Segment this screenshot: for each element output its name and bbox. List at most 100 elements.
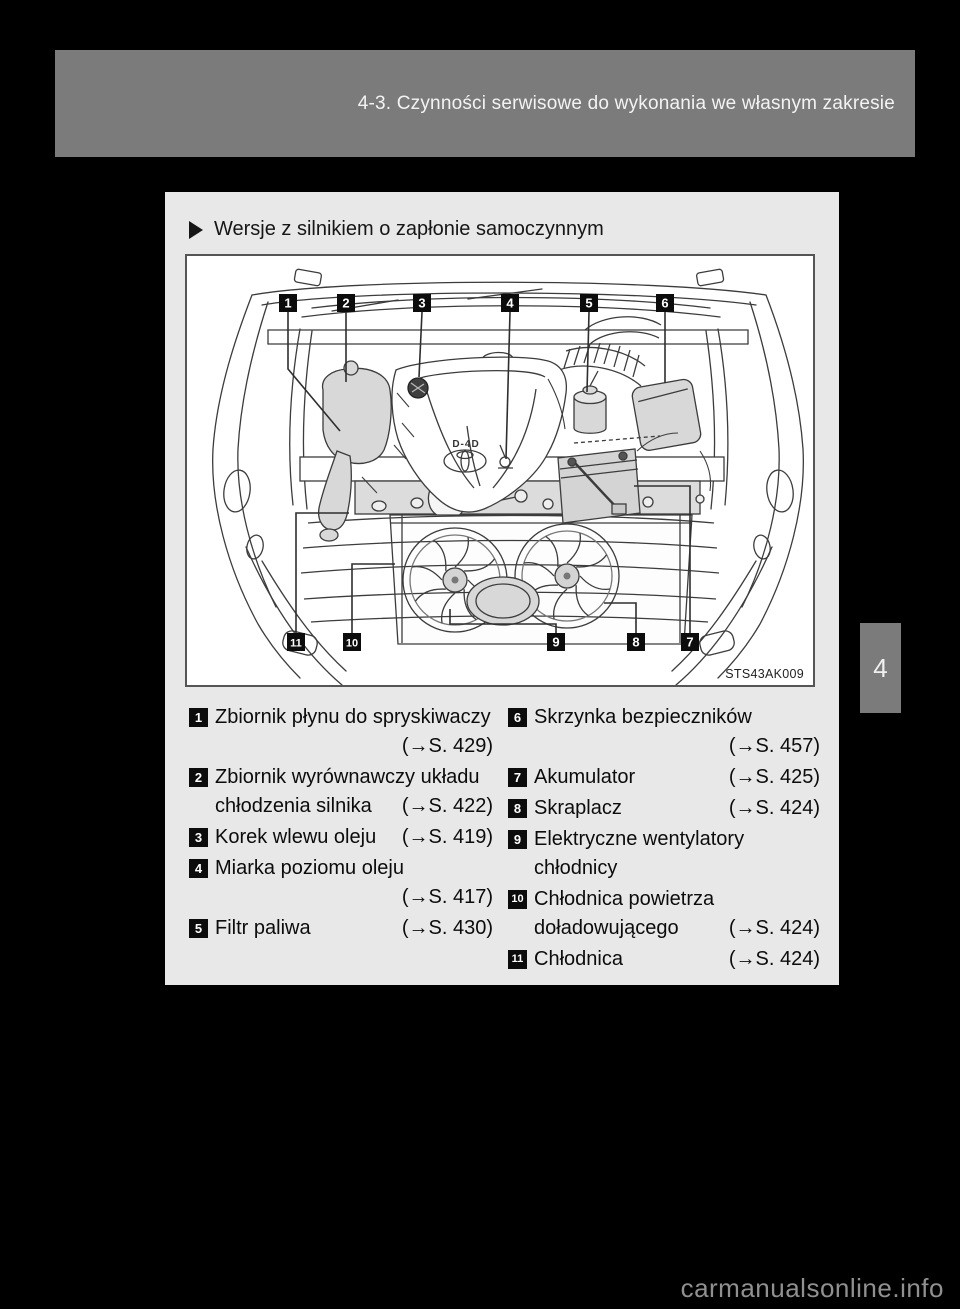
callout-number: 9 — [552, 635, 559, 650]
legend-item-label: chłodzenia silnika — [215, 795, 372, 817]
section-marker-triangle-icon — [189, 220, 203, 239]
engine-diagram-figure: D-4D — [185, 254, 815, 687]
engine-bay-illustration: D-4D — [212, 268, 804, 685]
legend-line: 10 Chłodnica powietrza — [508, 885, 820, 914]
misc-engine-details — [361, 378, 712, 494]
legend-item-number: 5 — [189, 919, 208, 938]
legend-page-ref: (→S. 424) — [728, 797, 820, 819]
engine-badge: D-4D — [452, 439, 479, 450]
callout-leader-line — [449, 609, 557, 633]
coolant-reservoir — [321, 360, 392, 465]
callout-number-box — [681, 633, 699, 651]
callout-leader-line — [604, 602, 637, 633]
legend-marker-spacer — [508, 919, 527, 938]
washer-filler-neck — [317, 450, 352, 542]
legend-marker-spacer — [508, 737, 527, 756]
legend-page-ref: (→S. 422) — [401, 795, 493, 817]
toyota-emblem-icon — [443, 449, 487, 473]
legend-item: 2 Zbiornik wyrównawczy układu chłodzenia s… — [189, 763, 493, 821]
legend-item-label: Zbiornik wyrównawczy układu — [215, 766, 480, 788]
callout-leader-line — [418, 311, 423, 378]
callout-number-box — [627, 633, 645, 651]
oil-filler-cap — [407, 377, 429, 399]
legend-item-label: Filtr paliwa — [215, 917, 311, 939]
fuel-filter — [573, 370, 607, 434]
legend-item-label: Chłodnica — [534, 948, 623, 970]
page-header-band: 4-3. Czynności serwisowe do wykonania we… — [55, 50, 915, 157]
legend-item: 10 Chłodnica powietrza doładowującego (→S. … — [508, 885, 820, 943]
radiator-and-fans — [300, 514, 720, 645]
legend: 1 Zbiornik płynu do spryskiwaczy (→S. 429)… — [189, 703, 820, 976]
callout-leader-line — [586, 311, 590, 393]
callout-number: 10 — [346, 638, 358, 650]
callout-number-box — [547, 633, 565, 651]
callout-number: 6 — [661, 296, 668, 311]
legend-item: 7 Akumulator (→S. 425) — [508, 763, 820, 792]
legend-line: doładowującego (→S. 424) — [508, 914, 820, 943]
callout-number-box — [337, 294, 355, 312]
callout-number: 11 — [290, 638, 302, 650]
legend-item-number: 3 — [189, 828, 208, 847]
section-title-row: Wersje z silnikiem o zapłonie samoczynny… — [189, 218, 604, 241]
callout-number: 4 — [506, 296, 514, 311]
legend-item: 11 Chłodnica (→S. 424) — [508, 945, 820, 974]
air-intake-duct — [558, 316, 662, 444]
callout-number: 5 — [585, 296, 592, 311]
legend-item-number: 1 — [189, 708, 208, 727]
section-title: Wersje z silnikiem o zapłonie samoczynny… — [214, 218, 604, 240]
legend-page-ref: (→S. 417) — [401, 886, 493, 908]
callout-number-box — [656, 294, 674, 312]
callout-leader-line — [287, 312, 341, 432]
cooling-fan-right — [514, 523, 620, 629]
callout-number: 7 — [686, 635, 693, 650]
legend-item-label: Zbiornik płynu do spryskiwaczy — [215, 706, 491, 728]
legend-item-number: 9 — [508, 830, 527, 849]
legend-item-number: 7 — [508, 768, 527, 787]
callout-number-box — [413, 294, 431, 312]
legend-line: chłodnicy — [508, 854, 820, 883]
battery — [557, 448, 641, 524]
legend-marker-spacer — [189, 737, 208, 756]
cooling-fan-left — [402, 527, 508, 633]
legend-line: (→S. 457) — [508, 732, 820, 761]
legend-line: chłodzenia silnika (→S. 422) — [189, 792, 493, 821]
legend-item-label: chłodnicy — [534, 857, 618, 879]
legend-item-number: 2 — [189, 768, 208, 787]
legend-item-number: 10 — [508, 890, 527, 909]
legend-line: 4 Miarka poziomu oleju — [189, 854, 493, 883]
legend-item-label: Akumulator — [534, 766, 636, 788]
callout-number-box — [501, 294, 519, 312]
legend-marker-spacer — [508, 859, 527, 878]
legend-page-ref: (→S. 425) — [728, 766, 820, 788]
legend-item: 1 Zbiornik płynu do spryskiwaczy (→S. 429) — [189, 703, 493, 761]
callout-leader-line — [634, 485, 691, 633]
legend-page-ref: (→S. 424) — [728, 917, 820, 939]
legend-page-ref: (→S. 430) — [401, 917, 493, 939]
legend-line: (→S. 429) — [189, 732, 493, 761]
legend-item-label: Skrzynka bezpieczników — [534, 706, 752, 728]
legend-item-label: Korek wlewu oleju — [215, 826, 377, 848]
callout-number: 8 — [632, 635, 639, 650]
legend-line: (→S. 417) — [189, 883, 493, 912]
page-header-title: 4-3. Czynności serwisowe do wykonania we… — [357, 92, 895, 114]
legend-line: 11 Chłodnica (→S. 424) — [508, 945, 820, 974]
legend-item-label: Miarka poziomu oleju — [215, 857, 404, 879]
legend-item-number: 4 — [189, 859, 208, 878]
legend-item-label: doładowującego — [534, 917, 679, 939]
legend-page-ref: (→S. 424) — [728, 948, 820, 970]
legend-item-label: Chłodnica powietrza — [534, 888, 715, 910]
figure-code: STS43AK009 — [725, 667, 804, 681]
legend-item-number: 11 — [508, 950, 527, 969]
watermark: carmanualsonline.info — [680, 1273, 944, 1303]
callout-leader-line — [505, 311, 511, 460]
